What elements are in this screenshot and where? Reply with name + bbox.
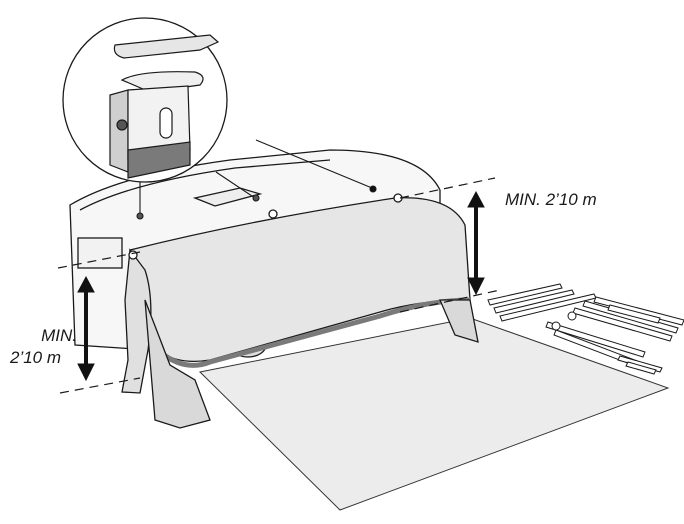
height-guides <box>57 177 501 394</box>
height-arrow-right <box>467 190 485 296</box>
awning-bracket <box>109 71 204 179</box>
caravan-window <box>77 237 123 269</box>
callout-lines <box>136 139 377 220</box>
min-height-label-left-line2: 2’10 m <box>10 348 62 367</box>
awning-poles <box>487 283 684 375</box>
min-height-label-right: MIN. 2’10 m <box>505 190 597 209</box>
awning <box>121 193 479 429</box>
rail-profile <box>113 34 220 59</box>
detail-circle <box>62 17 228 183</box>
min-height-label-left-line1: MIN. <box>41 326 77 345</box>
ground-sheet <box>198 317 670 511</box>
height-arrow-left <box>77 275 95 382</box>
